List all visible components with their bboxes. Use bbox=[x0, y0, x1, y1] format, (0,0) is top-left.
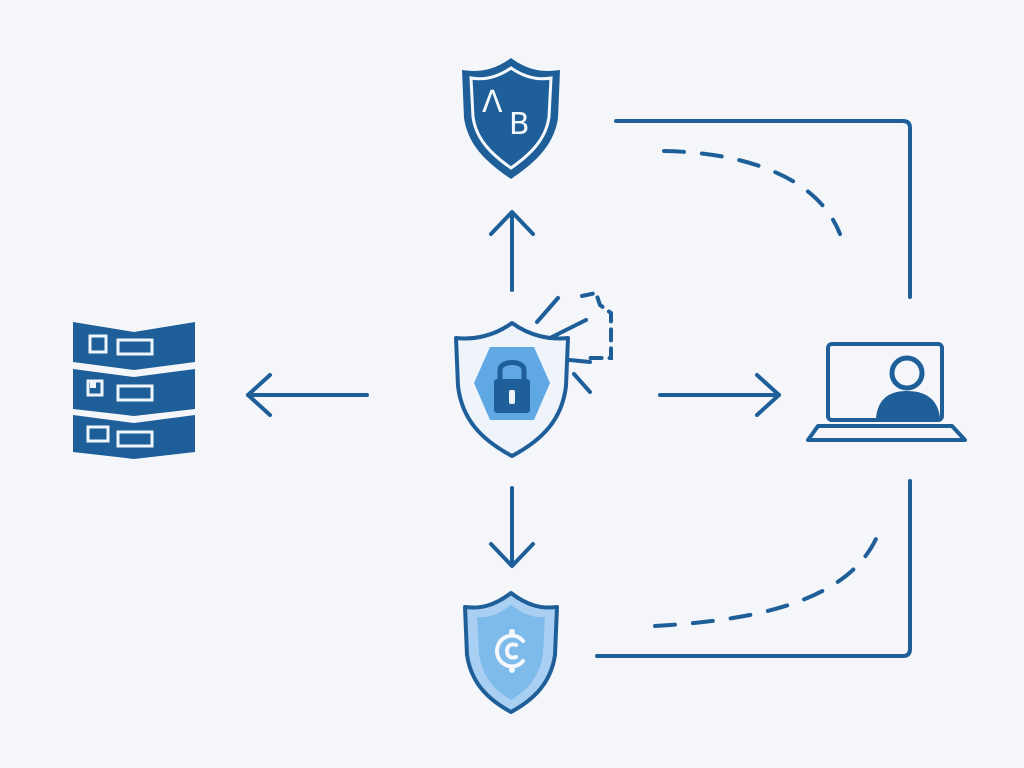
laptop-user bbox=[806, 342, 967, 442]
top-dashed-curve bbox=[662, 149, 842, 236]
bottom-shield bbox=[463, 591, 559, 714]
server-stack-icon bbox=[73, 322, 195, 459]
shield-glyph-a: Λ bbox=[482, 85, 503, 120]
arrow-left bbox=[246, 373, 369, 417]
laptop-base bbox=[806, 424, 967, 442]
lock-icon bbox=[494, 360, 530, 413]
arrow-up bbox=[489, 210, 535, 292]
server-stack bbox=[73, 322, 195, 459]
user-head-icon bbox=[889, 355, 925, 391]
top-shield: Λ B bbox=[462, 58, 560, 179]
central-lock-shield bbox=[454, 290, 613, 458]
bottom-bracket-line bbox=[595, 479, 912, 658]
top-bracket-line bbox=[614, 119, 912, 299]
c-glyph-icon bbox=[494, 629, 525, 673]
bottom-dashed-curve bbox=[653, 521, 884, 628]
arrow-right bbox=[658, 373, 781, 417]
shield-glyph-b: B bbox=[509, 107, 530, 142]
signal-lines-icon bbox=[535, 290, 613, 394]
connectors bbox=[246, 119, 912, 658]
user-body-icon bbox=[876, 391, 940, 418]
laptop-user-icon bbox=[806, 342, 967, 442]
arrow-down bbox=[489, 486, 535, 568]
